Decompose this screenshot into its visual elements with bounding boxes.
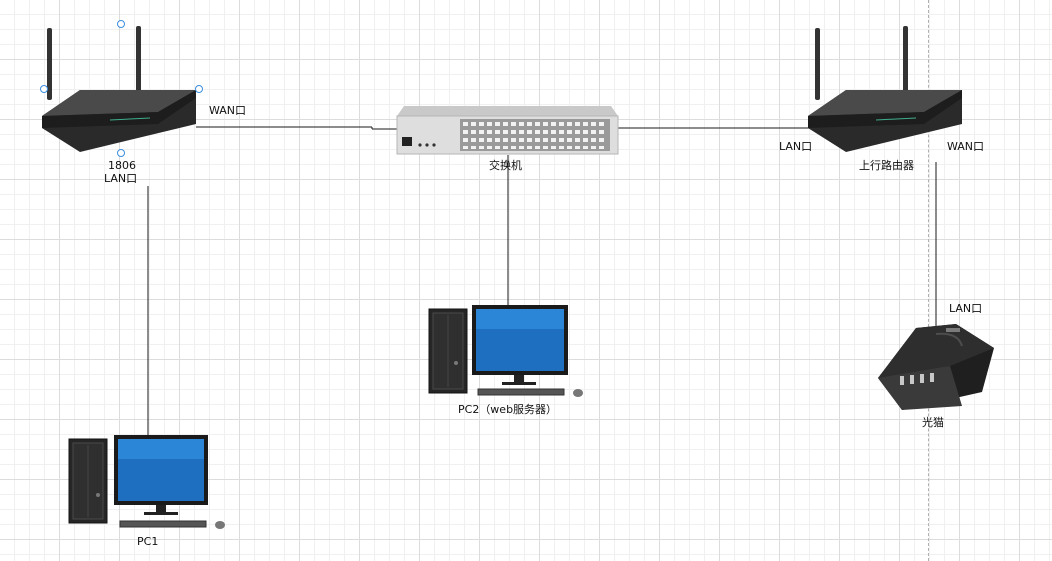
- switch-label: 交换机: [489, 159, 522, 172]
- modem-icon: [878, 324, 994, 410]
- upstream-router-wan-label: WAN口: [947, 140, 985, 153]
- upstream-router[interactable]: [806, 24, 966, 154]
- router-1806[interactable]: [40, 24, 200, 154]
- router-1806-lan-label: LAN口: [104, 172, 138, 185]
- pc1-computer[interactable]: [68, 435, 228, 531]
- upstream-router-lan-label: LAN口: [779, 140, 813, 153]
- switch-icon: [396, 106, 619, 155]
- router-icon: [808, 26, 962, 152]
- pc1-label: PC1: [137, 535, 159, 548]
- selection-handle[interactable]: [117, 149, 125, 157]
- selection-handle[interactable]: [117, 20, 125, 28]
- modem-label: 光猫: [922, 416, 944, 429]
- optical-modem[interactable]: [876, 320, 996, 412]
- selection-handle[interactable]: [40, 85, 48, 93]
- desktop-pc-icon: [428, 305, 583, 397]
- router-1806-name-label: 1806: [108, 159, 136, 172]
- selection-handle[interactable]: [195, 85, 203, 93]
- router-1806-wan-label: WAN口: [209, 104, 247, 117]
- page-boundary-guide: [928, 0, 929, 561]
- upstream-router-name-label: 上行路由器: [859, 159, 914, 172]
- desktop-pc-icon: [68, 435, 225, 529]
- pc2-computer[interactable]: [428, 305, 588, 401]
- router-icon: [42, 26, 196, 152]
- modem-lan-label: LAN口: [949, 302, 983, 315]
- switch[interactable]: [396, 104, 619, 156]
- pc2-label: PC2（web服务器）: [458, 403, 558, 416]
